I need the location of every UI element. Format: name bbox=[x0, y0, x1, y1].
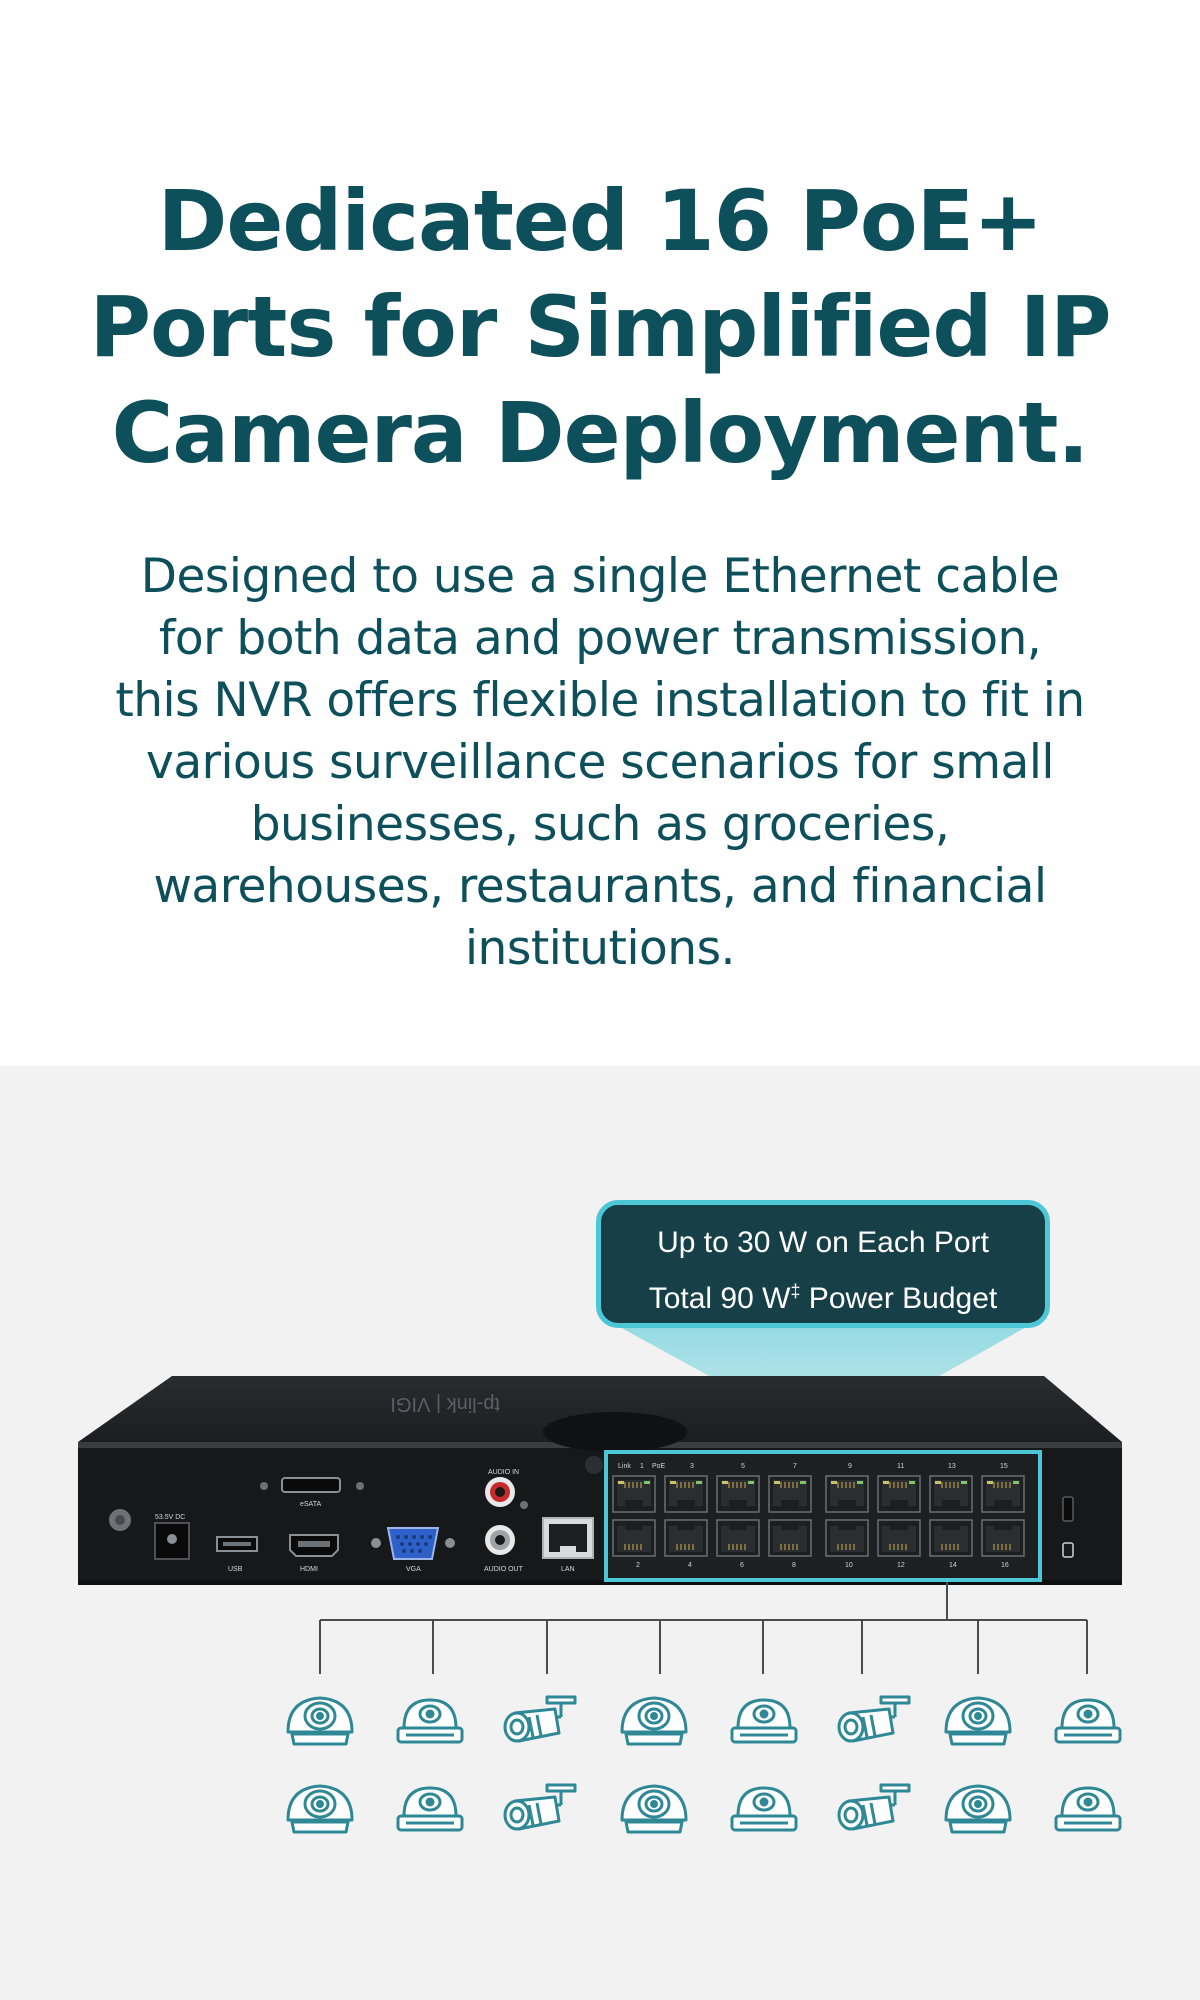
port-header-7: 7 bbox=[793, 1463, 797, 1470]
audio-out-jack-icon: AUDIO OUT bbox=[484, 1525, 524, 1573]
dome-camera-icon bbox=[944, 1696, 1012, 1746]
dome-camera-icon bbox=[944, 1784, 1012, 1834]
port-number-12: 12 bbox=[897, 1562, 905, 1569]
callout-total-power: Total 90 W bbox=[648, 1282, 791, 1315]
poe-port-block: Link 1 PoE 3 5 7 9 11 13 15 2 4 6 8 10 1… bbox=[604, 1450, 1042, 1582]
port-header-15: 15 bbox=[1000, 1463, 1008, 1470]
callout-footnote-mark: ‡ bbox=[790, 1281, 801, 1301]
esata-port-icon: eSATA bbox=[260, 1477, 364, 1508]
port-number-14: 14 bbox=[949, 1562, 957, 1569]
dome-camera-icon bbox=[620, 1696, 688, 1746]
port-header-11: 11 bbox=[897, 1463, 904, 1470]
usb-label: USB bbox=[228, 1566, 243, 1573]
port-header-5: 5 bbox=[741, 1463, 745, 1470]
esata-label: eSATA bbox=[300, 1501, 321, 1508]
port-header-9: 9 bbox=[848, 1463, 852, 1470]
port-header-3: 3 bbox=[690, 1463, 694, 1470]
camera-connection-lines bbox=[319, 1582, 1088, 1674]
power-budget-callout: Up to 30 W on Each Port Total 90 W‡ Powe… bbox=[596, 1200, 1050, 1328]
kensington-lock-icon bbox=[1062, 1496, 1074, 1558]
port-numbers-bottom: 2 4 6 8 10 12 14 16 bbox=[636, 1562, 1009, 1569]
hdmi-port-icon: HDMI bbox=[289, 1534, 339, 1573]
hdmi-label: HDMI bbox=[300, 1566, 318, 1573]
power-label: 53.5V DC bbox=[155, 1514, 185, 1521]
audio-in-jack-icon: AUDIO IN bbox=[485, 1469, 528, 1509]
callout-budget-text: Power Budget bbox=[800, 1282, 998, 1315]
port-header-link: Link bbox=[618, 1463, 631, 1470]
port-number-4: 4 bbox=[688, 1562, 692, 1569]
page-title: Dedicated 16 PoE+ Ports for Simplified I… bbox=[89, 172, 1111, 482]
dome-camera-icon bbox=[286, 1784, 354, 1834]
lan-label: LAN bbox=[561, 1566, 575, 1573]
port-number-10: 10 bbox=[845, 1562, 853, 1569]
button-icon bbox=[585, 1456, 603, 1474]
power-jack-icon: 53.5V DC bbox=[154, 1514, 190, 1560]
description-text: Designed to use a single Ethernet cable … bbox=[115, 549, 1085, 976]
port-header-labels: Link 1 PoE 3 5 7 9 11 13 15 bbox=[618, 1463, 1008, 1470]
audio-out-label: AUDIO OUT bbox=[484, 1566, 524, 1573]
intro-section: Dedicated 16 PoE+ Ports for Simplified I… bbox=[89, 172, 1112, 976]
port-number-6: 6 bbox=[740, 1562, 744, 1569]
ground-screw-icon bbox=[109, 1509, 131, 1531]
rear-panel: 53.5V DC USB eSATA HDMI V bbox=[109, 1456, 1074, 1573]
usb-port-icon: USB bbox=[216, 1536, 258, 1573]
port-number-8: 8 bbox=[792, 1562, 796, 1569]
port-header-poe: PoE bbox=[652, 1463, 666, 1470]
callout-line-2: Total 90 W‡ Power Budget bbox=[601, 1267, 1045, 1323]
lan-port-icon: LAN bbox=[542, 1517, 594, 1573]
port-number-16: 16 bbox=[1001, 1562, 1009, 1569]
dome-camera-icon bbox=[286, 1696, 354, 1746]
vga-port-icon: VGA bbox=[371, 1527, 455, 1573]
audio-in-label: AUDIO IN bbox=[488, 1469, 519, 1476]
port-header-1: 1 bbox=[640, 1463, 644, 1470]
port-number-2: 2 bbox=[636, 1562, 640, 1569]
dome-camera-icon bbox=[620, 1784, 688, 1834]
vga-label: VGA bbox=[406, 1566, 421, 1573]
callout-line-1: Up to 30 W on Each Port bbox=[657, 1226, 989, 1259]
brand-logo-text: tp-link | VIGI bbox=[390, 1393, 500, 1415]
port-header-13: 13 bbox=[948, 1463, 956, 1470]
